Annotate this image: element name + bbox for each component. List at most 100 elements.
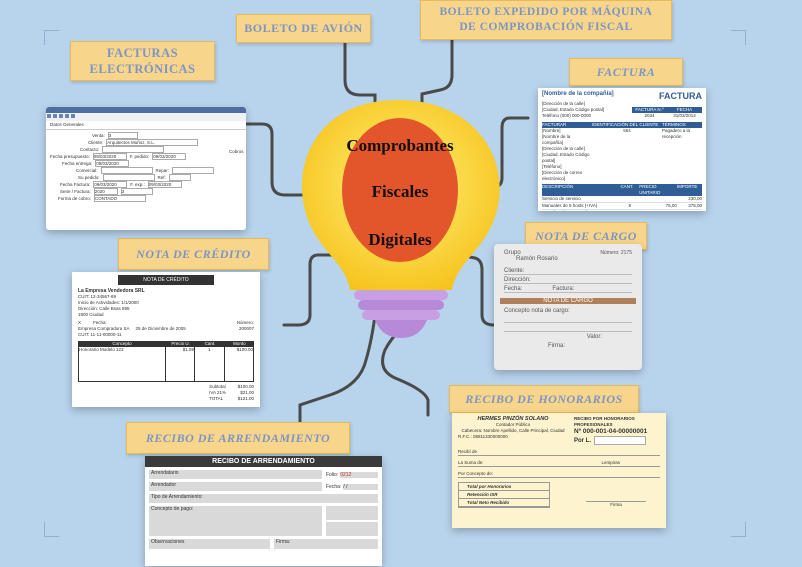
arr-folio-label: Folio: — [326, 471, 339, 478]
nc-item-price: $1.99 — [166, 347, 195, 381]
cargo-cliente-label: Cliente: — [504, 268, 632, 275]
factura-item-desc: Manuales de 5 hosts (+IVA) — [542, 203, 598, 208]
factura-item-price — [639, 210, 677, 211]
factura-company: [Nombre de la compañía] — [542, 91, 614, 97]
factura-bill-line: [Nombre] — [542, 128, 561, 133]
corner-mark — [731, 522, 746, 537]
factura-num-field[interactable]: 3 — [120, 188, 153, 195]
factura-bill-line: [Nombre de la compañía] — [542, 134, 571, 145]
forma-cobro-select[interactable]: CONTADO — [94, 195, 147, 202]
bulb-text-2: Fiscales — [372, 182, 429, 201]
cliente-label: Cliente: — [88, 139, 104, 145]
label-recibo-honorarios: RECIBO DE HONORARIOS — [449, 385, 639, 413]
factura-ident-value: 564 — [623, 128, 631, 133]
factura-bill-line: [Teléfono] — [542, 164, 562, 169]
fecha-factura-field[interactable]: 09/03/2020 — [93, 181, 128, 188]
bulb-text-3: Digitales — [368, 230, 432, 249]
nc-item: Honorario Modelo 123 — [79, 347, 166, 381]
fexp-field[interactable]: 09/03/2020 — [147, 181, 182, 188]
factura-address2: [Ciudad, Estado Código postal] — [542, 107, 605, 112]
fecha-factura-label: Fecha Factura: — [60, 181, 91, 187]
nota-credito-numero-label: Número: — [236, 320, 254, 325]
arr-arrendador: Arrendador — [149, 482, 322, 491]
cargo-valor-label: Valor: — [586, 334, 602, 340]
label-recibo-arrendamiento: RECIBO DE ARRENDAMIENTO — [126, 422, 350, 454]
hon-por-label: Por L. — [574, 437, 592, 444]
connector-facturas — [243, 122, 332, 197]
su-pedido-field[interactable] — [102, 174, 155, 181]
factura-item-row: Actualización nuevo cliente250,00 — [542, 210, 702, 211]
factura-item-price: 75,00 — [665, 203, 677, 208]
bulb-tip — [375, 320, 427, 338]
label-boleto-avion: BOLETO DE AVIÓN — [236, 14, 371, 43]
connector-nota-cargo — [456, 253, 496, 327]
nota-credito-title: NOTA DE CRÉDITO — [118, 275, 214, 285]
hon-concepto-label: Por Concepto de: — [458, 471, 660, 478]
hon-name: HERMES PINZÓN SOLANO — [477, 416, 549, 422]
nc-col-monto: Monto — [233, 341, 246, 346]
hon-firma: Firma — [586, 501, 646, 508]
cargo-factura-label: Factura: — [552, 286, 575, 292]
arr-firma: Firma: — [274, 539, 378, 549]
cargo-band: NOTA DE CARGO — [500, 298, 636, 304]
hon-recibi-label: Recibí de — [458, 449, 660, 456]
connector-boleto-maquina — [420, 38, 454, 114]
cargo-firma-label: Firma: — [548, 343, 565, 349]
cargo-grupo-label: Grupo — [504, 250, 521, 256]
nota-credito-card: NOTA DE CRÉDITO La Empresa Vendedora SRL… — [72, 272, 260, 407]
bulb-base-ring — [362, 310, 440, 320]
factura-item-amount: 250,00 — [677, 210, 702, 211]
arr-tipo: Tipo de Arrendamiento: — [149, 494, 378, 503]
arr-arrendatario: Arrendatario — [149, 470, 322, 479]
contacto-field[interactable] — [102, 146, 165, 153]
bulb-text-1: Comprobantes — [346, 136, 454, 155]
comercial-label: Comercial: — [76, 167, 98, 173]
label-facturas-electronicas: FACTURAS ELECTRÓNICAS — [70, 41, 215, 81]
nc-iva-label: IVA 21% — [209, 390, 226, 395]
honorarios-card: HERMES PINZÓN SOLANO Contador Público Ca… — [452, 413, 666, 528]
hon-rfc: R.F.C.: 08811330000000 — [458, 434, 508, 439]
bulb-base-ring — [358, 300, 444, 310]
nc-total-value: $121.00 — [237, 396, 254, 401]
factura-terms-value: Pagadero a la recepción — [662, 128, 691, 139]
venta-field[interactable]: 3 — [107, 132, 138, 139]
forma-cobro-label: Forma de cobro: — [58, 195, 92, 201]
factura-ident-label: IDENTIFICACIÓN DEL CLIENTE — [592, 122, 659, 127]
factura-title: FACTURA — [659, 91, 702, 101]
tab-datos-generales[interactable]: Datos Generales — [46, 121, 246, 130]
cliente-field[interactable]: Arquitectos Muñoz, S.L. — [106, 139, 199, 146]
bulb-base-ring — [354, 290, 448, 300]
arr-concepto: Concepto de pago: — [149, 506, 322, 536]
hon-por-field[interactable] — [594, 436, 647, 445]
factura-item-qty — [620, 196, 639, 202]
serie-field[interactable]: 2020 — [93, 188, 118, 195]
factura-col-price: PRECIO UNITARIO — [639, 184, 661, 195]
fecha-entrega-label: Fecha entrega: — [62, 160, 93, 166]
nota-credito-company-line: Dirección: Calle Bsas 895 — [78, 306, 130, 311]
fecha-entrega-field[interactable]: 09/03/2020 — [95, 160, 130, 167]
hon-numero: Nº 000-001-04-00000001 — [574, 428, 648, 435]
factura-item-qty — [620, 210, 639, 211]
nota-credito-fecha-label: Fecha: — [93, 320, 107, 325]
factura-address1: [Dirección de la calle] — [542, 101, 585, 106]
factura-phone: Teléfono (000) 000-0000 — [542, 113, 592, 118]
lightbulb-icon: Comprobantes Fiscales Digitales — [301, 100, 500, 338]
ref-label: Ref: — [157, 174, 166, 180]
fecha-presupuesto-field[interactable]: 09/03/2020 — [92, 153, 127, 160]
comercial-field[interactable] — [100, 167, 153, 174]
hon-subtitle: Contador Público — [495, 422, 531, 427]
nc-item-qty: 1 — [195, 347, 225, 381]
factura-item-amount: 375,00 — [688, 203, 702, 208]
nc-subtotal-label: Subtotal — [209, 384, 226, 389]
nota-credito-company-line: CUIT: 12-34567-89 — [78, 294, 117, 299]
label-boleto-maquina: BOLETO EXPEDIDO POR MÁQUINA DE COMPROBAC… — [420, 0, 672, 40]
nota-credito-company-line: 1900 Ciudad — [78, 312, 104, 317]
fpedido-field[interactable]: 09/03/2020 — [152, 153, 187, 160]
repar-field[interactable] — [172, 167, 215, 174]
nc-total-value: $100.00 — [237, 384, 254, 389]
factura-item-price — [639, 196, 677, 202]
ref-field[interactable] — [168, 174, 191, 181]
nc-total-value: $21.00 — [240, 390, 254, 395]
